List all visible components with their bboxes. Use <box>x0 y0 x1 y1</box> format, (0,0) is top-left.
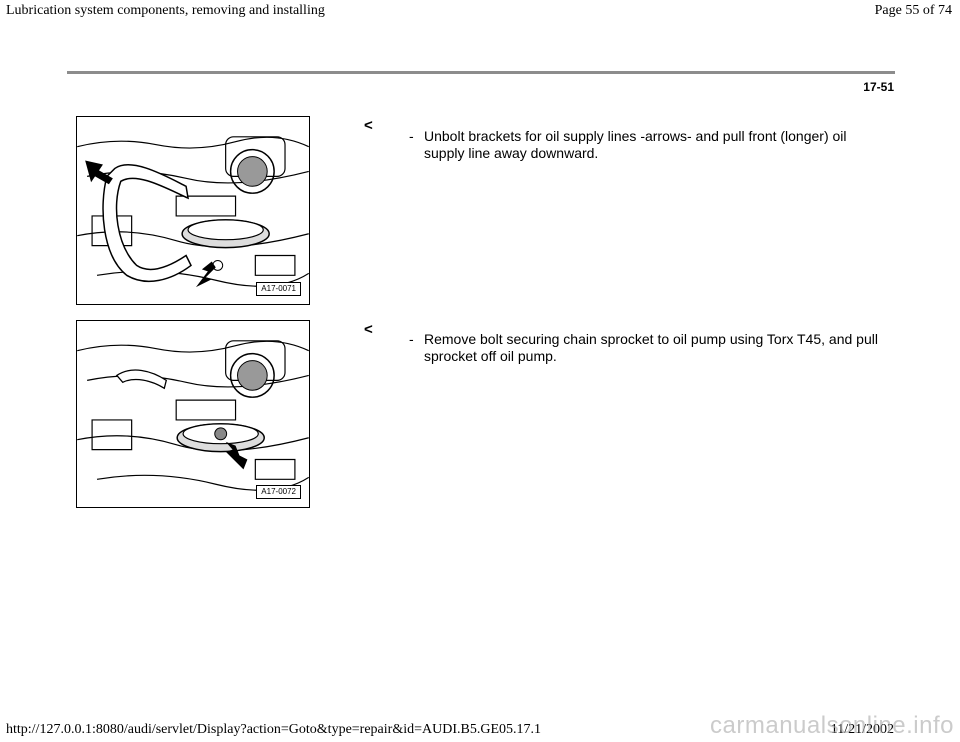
watermark: carmanualsonline.info <box>710 712 954 739</box>
figure-label: A17-0071 <box>256 282 301 296</box>
step-instruction: - Unbolt brackets for oil supply lines -… <box>409 128 879 162</box>
footer-date: 11/21/2002 <box>830 722 894 737</box>
step-dash: - <box>409 128 414 144</box>
engine-illustration-1 <box>77 136 309 288</box>
figure-oil-supply-lines: A17-0071 <box>76 116 310 305</box>
page-number: 17-51 <box>863 80 894 94</box>
step-text: Remove bolt securing chain sprocket to o… <box>424 331 878 364</box>
page-indicator: Page 55 of 74 <box>874 3 952 18</box>
step-instruction: - Remove bolt securing chain sprocket to… <box>409 331 879 365</box>
figure-chain-sprocket: A17-0072 <box>76 320 310 508</box>
figure-label: A17-0072 <box>256 485 301 499</box>
callout-arrow-icon <box>85 160 113 185</box>
callout-arrow-icon <box>225 441 248 470</box>
footer-url-link[interactable]: http://127.0.0.1:8080/audi/servlet/Displ… <box>6 722 541 737</box>
step-marker-icon: < <box>364 321 373 338</box>
step-marker-icon: < <box>364 117 373 134</box>
step-dash: - <box>409 331 414 347</box>
header-rule <box>67 71 895 74</box>
engine-illustration-2 <box>77 340 309 491</box>
document-title: Lubrication system components, removing … <box>6 3 325 18</box>
callout-arrow-icon <box>195 261 216 288</box>
step-text: Unbolt brackets for oil supply lines -ar… <box>424 128 847 161</box>
